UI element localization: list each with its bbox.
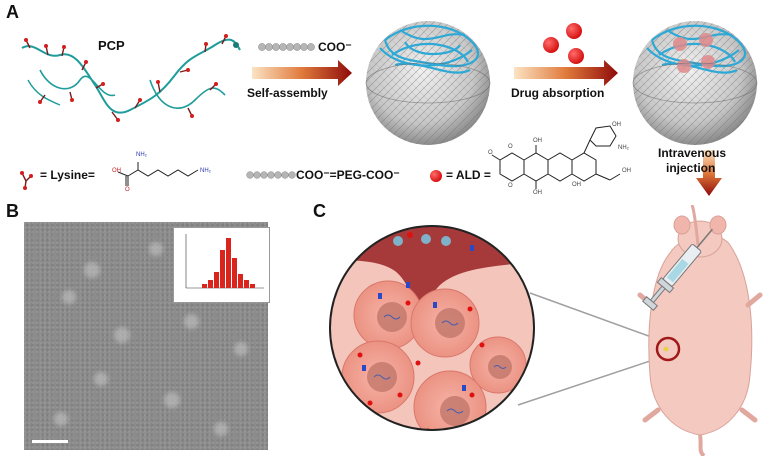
drug-absorption-arrow	[514, 60, 618, 86]
ald-oh4: OH	[622, 168, 631, 174]
tumor-magnification-lens	[329, 225, 535, 431]
ald-legend-label: = ALD =	[446, 168, 491, 182]
size-distribution-inset	[173, 227, 270, 303]
panel-letter-c: C	[313, 201, 326, 221]
mouse-illustration	[637, 205, 763, 456]
ald-oh2: OH	[533, 190, 542, 196]
drug-loaded-nanoparticle	[632, 21, 758, 145]
lysine-o: O	[125, 187, 130, 193]
coo-label: COO⁻	[318, 40, 352, 54]
lysine-legend-label: = Lysine=	[40, 168, 95, 182]
ald-legend-icon	[430, 170, 442, 182]
lysine-nh2-top: NH₂	[136, 152, 147, 158]
panel-c-graphic	[329, 205, 763, 456]
panel-a-graphic	[20, 21, 758, 196]
ald-o2: O	[508, 183, 513, 189]
panel-letter-a: A	[6, 2, 19, 22]
self-assembly-label: Self-assembly	[247, 86, 328, 100]
lysine-nh2-end: NH₂	[200, 168, 211, 174]
injection-arrow	[696, 150, 722, 196]
lysine-icon	[20, 171, 33, 190]
ald-nh2: NH₂	[618, 145, 629, 151]
lysine-structure	[117, 162, 199, 186]
lysine-oh: OH	[112, 168, 121, 174]
intravenous-label: Intravenous	[658, 146, 727, 160]
ald-oh3: OH	[572, 182, 581, 188]
ald-oh1: OH	[533, 138, 542, 144]
pcp-label: PCP	[98, 38, 125, 53]
ald-och3: O	[488, 150, 493, 156]
ald-o1: O	[508, 144, 513, 150]
ald-structure	[491, 125, 621, 189]
syringe-icon	[642, 228, 713, 312]
injection-label: injection	[666, 161, 716, 175]
scale-bar	[32, 440, 68, 443]
nanoparticle-sphere	[365, 21, 491, 145]
peg-legend-icon	[246, 171, 296, 179]
panel-letter-b: B	[6, 201, 19, 221]
self-assembly-arrow	[252, 60, 352, 86]
peg-chain-icon	[258, 43, 315, 51]
peg-legend-label: COO⁻=PEG-COO⁻	[296, 168, 400, 182]
ald-oh-ring: OH	[612, 122, 621, 128]
drug-molecules	[543, 23, 584, 64]
pcp-polymer-icon	[21, 34, 241, 122]
drug-absorption-label: Drug absorption	[511, 86, 605, 100]
